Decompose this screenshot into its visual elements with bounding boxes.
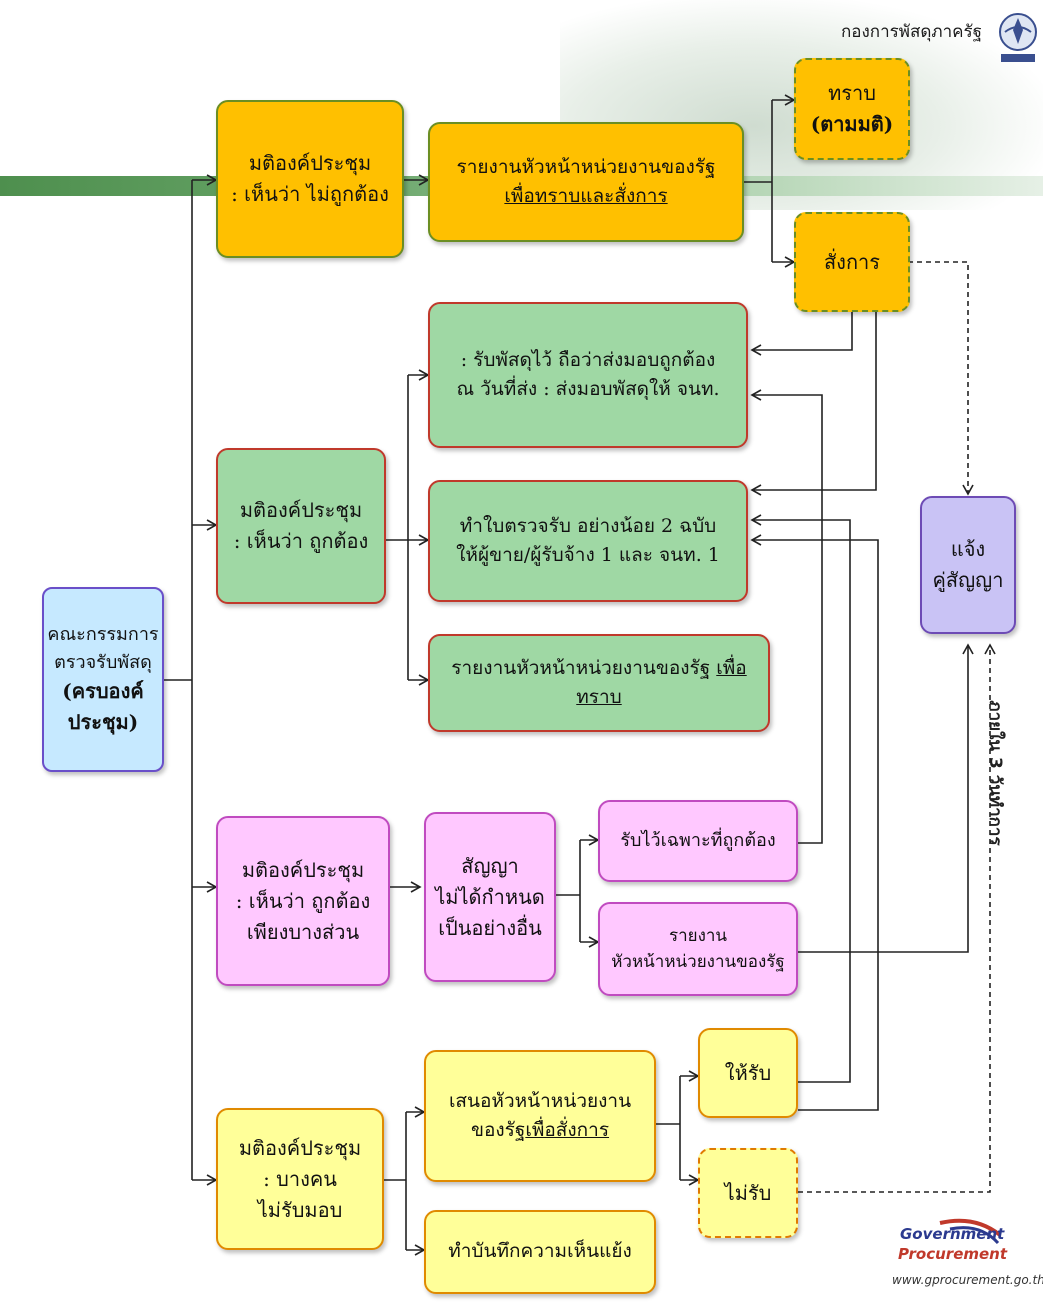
partial-accept-box: รับไว้เฉพาะที่ถูกต้อง	[598, 800, 798, 882]
decision-partial-box: มติองค์ประชุม : เห็นว่า ถูกต้อง เพียงบาง…	[216, 816, 390, 986]
gprocurement-logo: Government Procurement www.gprocurement.…	[880, 1215, 1043, 1295]
notify-line1: แจ้ง	[950, 537, 986, 561]
receipt-line2: ให้ผู้ขาย/ผู้รับจ้าง 1 และ จนท. 1	[456, 544, 720, 566]
decision-incorrect-line2: : เห็นว่า ไม่ถูกต้อง	[231, 182, 389, 206]
dissent-label: ทำบันทึกความเห็นแย้ง	[448, 1240, 632, 1263]
committee-line1: คณะกรรมการ	[47, 623, 159, 645]
accept-label: ให้รับ	[724, 1060, 772, 1085]
acknowledge-line2: (ตามมติ)	[810, 112, 894, 136]
report-inform-text: รายงานหัวหน้าหน่วยงานของรัฐ เพื่อทราบ	[430, 654, 768, 713]
propose-prefix: ของรัฐ	[470, 1119, 526, 1141]
report-head-line2: เพื่อทราบและสั่งการ	[504, 185, 668, 207]
committee-box: คณะกรรมการ ตรวจรับพัสดุ (ครบองค์ ประชุม)	[42, 587, 164, 772]
decision-incorrect-line1: มติองค์ประชุม	[248, 151, 372, 175]
propose-box: เสนอหัวหน้าหน่วยงาน ของรัฐเพื่อสั่งการ	[424, 1050, 656, 1182]
partial-report-box: รายงาน หัวหน้าหน่วยงานของรัฐ	[598, 902, 798, 996]
receipt-line1: ทำใบตรวจรับ อย่างน้อย 2 ฉบับ	[459, 514, 717, 537]
decision-incorrect-box: มติองค์ประชุม : เห็นว่า ไม่ถูกต้อง	[216, 100, 404, 258]
order-box: สั่งการ	[794, 212, 910, 312]
decision-reject-line3: ไม่รับมอบ	[257, 1197, 343, 1222]
propose-line1: เสนอหัวหน้าหน่วยงาน	[448, 1089, 632, 1112]
decision-partial-line2: : เห็นว่า ถูกต้อง	[235, 888, 371, 913]
propose-line2: ของรัฐเพื่อสั่งการ	[471, 1116, 609, 1145]
decision-reject-line1: มติองค์ประชุม	[238, 1135, 362, 1160]
acknowledge-line1: ทราบ	[828, 81, 876, 105]
accept-goods-line2: ณ วันที่ส่ง : ส่งมอบพัสดุให้ จนท.	[456, 378, 720, 400]
reject-label: ไม่รับ	[724, 1180, 772, 1205]
decision-partial-line1: มติองค์ประชุม	[241, 857, 365, 882]
report-inform-underlined: เพื่อทราบ	[576, 656, 747, 708]
reject-box: ไม่รับ	[698, 1148, 798, 1238]
contract-line2: ไม่ได้กำหนด	[435, 884, 545, 909]
decision-reject-line2: : บางคน	[263, 1166, 337, 1191]
decision-reject-box: มติองค์ประชุม : บางคน ไม่รับมอบ	[216, 1108, 384, 1250]
acknowledge-box: ทราบ (ตามมติ)	[794, 58, 910, 160]
report-inform-box: รายงานหัวหน้าหน่วยงานของรัฐ เพื่อทราบ	[428, 634, 770, 732]
dissent-box: ทำบันทึกความเห็นแย้ง	[424, 1210, 656, 1294]
partial-report-line1: รายงาน	[668, 925, 728, 946]
accept-goods-box: : รับพัสดุไว้ ถือว่าส่งมอบถูกต้อง ณ วันท…	[428, 302, 748, 448]
garuda-seal-icon	[999, 13, 1037, 62]
contract-line1: สัญญา	[461, 853, 519, 878]
report-inform-prefix: รายงานหัวหน้าหน่วยงานของรัฐ	[451, 656, 717, 679]
partial-report-line2: หัวหน้าหน่วยงานของรัฐ	[611, 952, 785, 972]
decision-correct-box: มติองค์ประชุม : เห็นว่า ถูกต้อง	[216, 448, 386, 604]
receipt-box: ทำใบตรวจรับ อย่างน้อย 2 ฉบับ ให้ผู้ขาย/ผ…	[428, 480, 748, 602]
report-head-line1: รายงานหัวหน้าหน่วยงานของรัฐ	[456, 155, 716, 178]
order-label: สั่งการ	[823, 249, 881, 274]
decision-partial-line3: เพียงบางส่วน	[246, 919, 360, 944]
deadline-label: ภายใน 3 วันทำการ	[985, 700, 1005, 846]
org-title: กองการพัสดุภาครัฐ	[840, 22, 982, 42]
accept-goods-line1: : รับพัสดุไว้ ถือว่าส่งมอบถูกต้อง	[460, 348, 716, 371]
logo-swoosh-icon	[939, 1218, 1002, 1245]
contract-box: สัญญา ไม่ได้กำหนด เป็นอย่างอื่น	[424, 812, 556, 982]
propose-underlined: เพื่อสั่งการ	[525, 1119, 610, 1141]
committee-line4: ประชุม)	[67, 710, 139, 735]
partial-accept-label: รับไว้เฉพาะที่ถูกต้อง	[620, 830, 776, 852]
accept-box: ให้รับ	[698, 1028, 798, 1118]
contract-line3: เป็นอย่างอื่น	[438, 915, 542, 940]
logo-line1: Government	[900, 1225, 1005, 1243]
notify-party-box: แจ้ง คู่สัญญา	[920, 496, 1016, 634]
committee-line3: (ครบองค์	[62, 679, 144, 704]
logo-url: www.gprocurement.go.th	[892, 1273, 1043, 1287]
decision-correct-line2: : เห็นว่า ถูกต้อง	[233, 529, 369, 553]
decision-correct-line1: มติองค์ประชุม	[239, 498, 363, 522]
committee-line2: ตรวจรับพัสดุ	[54, 651, 152, 673]
report-head-box: รายงานหัวหน้าหน่วยงานของรัฐ เพื่อทราบและ…	[428, 122, 744, 242]
notify-line2: คู่สัญญา	[932, 568, 1004, 592]
logo-line2: Procurement	[898, 1245, 1008, 1263]
